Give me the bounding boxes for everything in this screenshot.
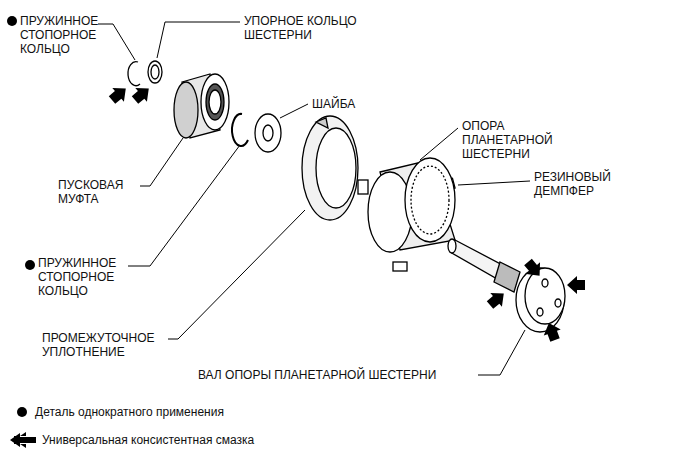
legend-dot (17, 407, 27, 417)
seal-tab (316, 118, 328, 128)
part-label: РЕЗИНОВЫЙ ДЕМПФЕР (534, 170, 634, 198)
part-label: ПРУЖИННОЕ СТОПОРНОЕ КОЛЬЦО (38, 256, 130, 298)
part-label: ПУСКОВАЯ МУФТА (58, 178, 140, 206)
intermediate-seal-inner (316, 128, 356, 208)
legend-arrow (10, 433, 36, 447)
clutch-bore (209, 90, 221, 114)
leader-line (98, 24, 135, 60)
grease-arrow (540, 320, 563, 343)
grease-arrow (484, 287, 509, 312)
grease-arrow (521, 256, 546, 281)
part-label: УПОРНОЕ КОЛЬЦО ШЕСТЕРНИ (244, 14, 374, 42)
part-label: ШАЙБА (312, 97, 382, 111)
clutch-face (174, 82, 198, 138)
ring-back (405, 158, 455, 242)
pin-hole (555, 299, 561, 307)
part-label: ВАЛ ОПОРЫ ПЛАНЕТАРНОЙ ШЕСТЕРНИ (198, 368, 478, 382)
part-label: ОПОРА ПЛАНЕТАРНОЙ ШЕСТЕРНИ (462, 119, 580, 161)
pin-hole (542, 279, 548, 287)
pin-hole (537, 308, 543, 316)
shaft-splines (494, 262, 520, 292)
circlip (232, 114, 248, 146)
clutch-splines (206, 84, 224, 120)
damper (358, 180, 368, 194)
leader-line (420, 128, 458, 160)
parts (128, 61, 565, 332)
single-use-dots (7, 16, 35, 417)
part-label: ПРУЖИННОЕ СТОПОРНОЕ КОЛЬЦО (20, 14, 112, 56)
stop-collar (151, 65, 159, 79)
shaft-disk (516, 268, 564, 332)
legend-text: Универсальная консистентная смазка (42, 433, 254, 447)
washer-hole (263, 125, 273, 141)
leader-line (157, 22, 240, 58)
leader-line (478, 330, 525, 375)
leader-line (168, 210, 305, 339)
damper (393, 262, 407, 271)
grease-arrow (129, 82, 154, 107)
shaft-end (448, 239, 456, 253)
single-use-dot (7, 16, 17, 26)
leader-line (128, 145, 240, 266)
leader-line (458, 181, 530, 185)
leader-line (140, 138, 183, 186)
legend-text: Деталь однократного применения (35, 405, 224, 419)
washer (255, 114, 281, 152)
grease-arrows (10, 82, 585, 448)
grease-arrow (106, 82, 131, 107)
clutch-back (201, 74, 229, 130)
intermediate-seal (302, 116, 358, 220)
part-label: ПРОМЕЖУТОЧНОЕ УПЛОТНЕНИЕ (42, 331, 166, 359)
shaft-disk-face (525, 268, 565, 324)
leader-line (280, 104, 308, 118)
leader-lines (98, 22, 530, 375)
grease-arrow (567, 276, 585, 294)
stop-collar (148, 61, 162, 83)
ring-teeth (411, 166, 449, 234)
snap-ring (128, 62, 140, 86)
single-use-dot (25, 260, 35, 270)
